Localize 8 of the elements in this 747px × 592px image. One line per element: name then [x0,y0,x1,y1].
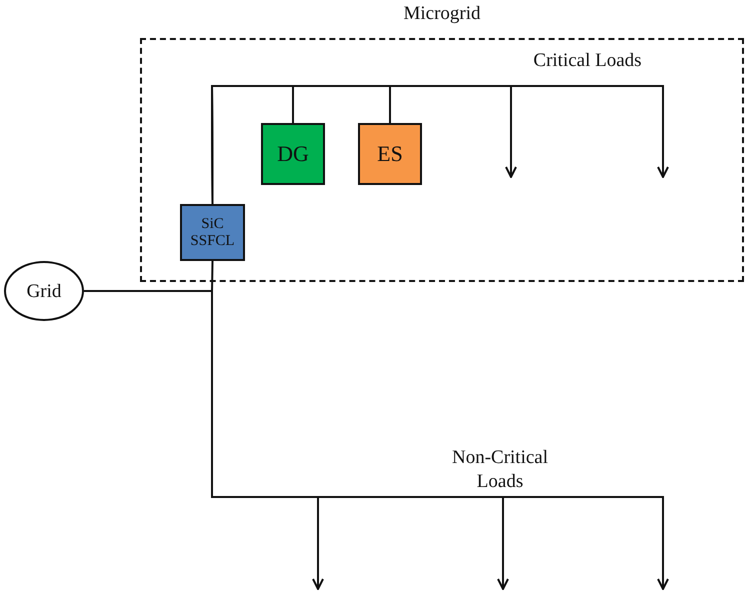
group-title: Microgrid [402,2,482,26]
bus-label: Non-Critical Loads [450,446,550,494]
grid-ellipse: Grid [4,261,84,321]
storage-box: ES [358,123,422,185]
generator-box: DG [261,123,325,185]
bus-label: Critical Loads [532,49,643,73]
arrow [211,85,669,204]
limiter-box: SiC SSFCL [180,204,245,261]
